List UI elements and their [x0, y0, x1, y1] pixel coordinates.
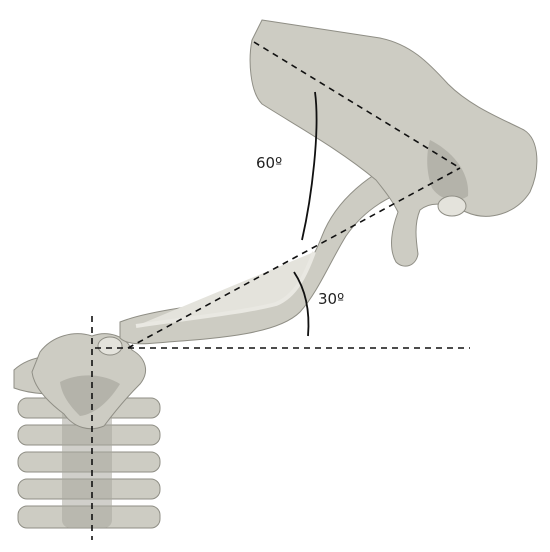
angle-label-60: 60º [256, 154, 282, 172]
angle-arc-60 [301, 91, 318, 241]
scapular-spine-line [253, 41, 461, 169]
sternum [31, 333, 147, 430]
sternoclavicular-joint [97, 336, 123, 356]
angle-label-30: 30º [318, 290, 344, 308]
scapula [249, 19, 538, 267]
clavicle-axis-line [127, 167, 461, 349]
angle-arc-30 [293, 271, 310, 337]
